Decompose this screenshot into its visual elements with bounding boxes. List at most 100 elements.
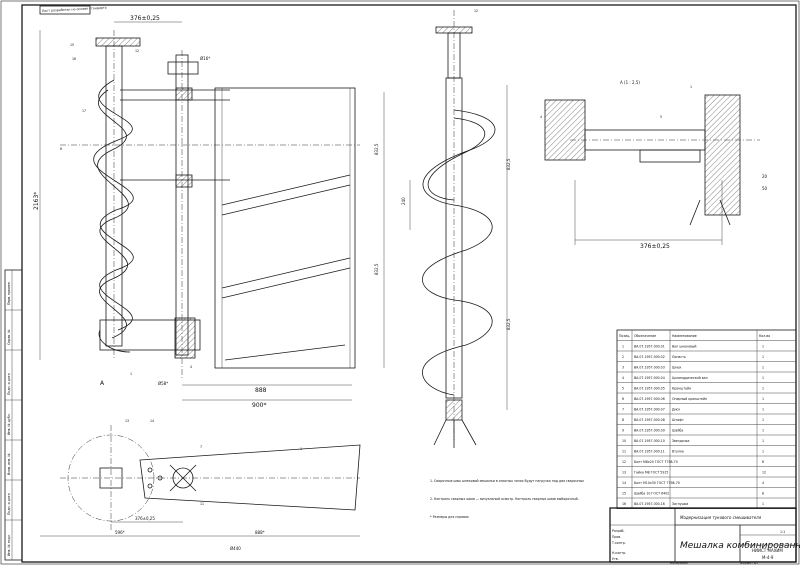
detail-dim-376: 376±0,25 xyxy=(640,243,670,250)
bom-cell: 1 xyxy=(762,450,764,454)
plan-dim-376: 376±0,25 xyxy=(135,516,155,521)
plan-view: 376±0,25 596* 888* Ø440 13 14 7 1 11 xyxy=(40,419,361,551)
bom-cell: 1 xyxy=(762,366,764,370)
hopper-panel xyxy=(214,87,356,369)
dim-832-b: 832,5 xyxy=(374,263,379,275)
svg-text:15: 15 xyxy=(70,43,74,47)
bom-cell: ВА.07.1957.000.10 xyxy=(634,439,665,443)
bom-cell: Втулка xyxy=(672,450,684,454)
bom-cell: Звездочка xyxy=(672,439,690,443)
svg-text:Инв. № дубл.: Инв. № дубл. xyxy=(7,413,11,435)
svg-text:17: 17 xyxy=(82,109,86,113)
svg-text:Перв. примен.: Перв. примен. xyxy=(7,281,11,305)
dim-888: 888 xyxy=(255,387,267,394)
svg-text:50: 50 xyxy=(762,186,768,191)
svg-text:4: 4 xyxy=(190,365,192,369)
dim-832-c: 832,5 xyxy=(506,158,511,170)
bom-cell: 12 xyxy=(622,460,626,464)
svg-text:12: 12 xyxy=(474,9,478,13)
bom-cell: 3 xyxy=(622,366,624,370)
bom-cell: 9 xyxy=(622,429,624,433)
svg-text:* Размеры для справок: * Размеры для справок xyxy=(430,515,469,519)
bom-cell: 15 xyxy=(622,492,626,496)
bom-cell: ВА.07.1957.000.09 xyxy=(634,429,665,433)
bom-cell: 8 xyxy=(622,418,624,422)
svg-text:Копировал: Копировал xyxy=(670,561,688,565)
svg-text:6: 6 xyxy=(60,147,62,151)
svg-text:Инв. № подл.: Инв. № подл. xyxy=(7,534,11,556)
bom-cell: ВА.07.1957.000.05 xyxy=(634,387,665,391)
bom-cell: 1 xyxy=(762,408,764,412)
svg-text:Взам. инв. №: Взам. инв. № xyxy=(7,453,11,475)
svg-text:7: 7 xyxy=(200,445,202,449)
drawing-name: Мешалка комбинированная xyxy=(680,541,800,551)
dim-900: 900* xyxy=(252,402,266,409)
bom-cell: 1 xyxy=(762,502,764,506)
bom-cell: Шнек xyxy=(672,366,681,370)
bom-cell: 1 xyxy=(762,345,764,349)
bom-cell: ВА.07.1957.000.04 xyxy=(634,376,665,380)
svg-text:1. Сварочные швы шнековой меша: 1. Сварочные швы шнековой мешалки в опас… xyxy=(430,479,584,483)
top-note-box xyxy=(39,5,91,15)
svg-text:20: 20 xyxy=(762,174,768,179)
bom-cell: 16 xyxy=(622,502,626,506)
side-view: 12 832,5 832,5 240 xyxy=(401,9,511,448)
bom-cell: Шайба 10 ГОСТ 6402 xyxy=(634,492,669,496)
dim-240: 240 xyxy=(401,197,406,205)
bom-header: Обозначение xyxy=(634,334,656,338)
svg-text:Подп. и дата: Подп. и дата xyxy=(7,373,11,395)
bom-cell: Цилиндрический вал xyxy=(672,376,708,380)
bom-cell: ВА.07.1957.000.06 xyxy=(634,397,665,401)
dim-height-total: 2163* xyxy=(33,192,40,210)
bom-cell: 4 xyxy=(762,481,764,485)
title-block: Модернизация тукового смешивателя Мешалк… xyxy=(609,507,800,565)
dim-top-width: 376±0,25 xyxy=(130,15,160,22)
stamp-org: НИИСТ МАХИМ xyxy=(752,548,783,553)
bom-cell: 8 xyxy=(762,460,764,464)
bom-cell: 1 xyxy=(622,345,624,349)
top-sprocket xyxy=(95,37,141,47)
top-note: Лист разработан на основе стандарта xyxy=(42,6,107,13)
inner-frame xyxy=(21,4,797,563)
bom-cell: ВА.07.1957.000.02 xyxy=(634,355,665,359)
dim-d58: Ø58* xyxy=(158,381,168,386)
detail-a: А (1 : 2,5) 376±0,25 20 50 4 5 1 xyxy=(540,80,768,250)
bom-cell: 6 xyxy=(622,397,624,401)
svg-text:Утв.: Утв. xyxy=(612,557,619,561)
bom-cell: ВА.07.1957.000.03 xyxy=(634,366,665,370)
bom-cell: 1 xyxy=(762,429,764,433)
bom-cell: Опорный кронштейн xyxy=(672,397,707,401)
svg-text:Формат А1: Формат А1 xyxy=(740,561,758,565)
bom-cell: Лопасть xyxy=(672,355,686,359)
bom-cell: 1 xyxy=(762,376,764,380)
bom-header: Наименование xyxy=(672,334,697,338)
bom-cell: Диск xyxy=(672,408,680,412)
bom-cell: ВА.07.1957.000.11 xyxy=(634,450,665,454)
bom-cell: 2 xyxy=(622,355,624,359)
bom-cell: Штифт xyxy=(672,418,684,422)
plan-dim-596: 596* xyxy=(115,530,125,535)
bom-cell: 1 xyxy=(762,439,764,443)
svg-text:Подп. и дата: Подп. и дата xyxy=(7,493,11,515)
svg-text:Пров.: Пров. xyxy=(612,535,621,539)
svg-text:Н.контр.: Н.контр. xyxy=(612,551,626,555)
bom-cell: Заглушка xyxy=(672,502,688,506)
stamp-scale: 1:1 xyxy=(780,530,785,534)
svg-text:2. Контроль сварных швов — виз: 2. Контроль сварных швов — визуальный ос… xyxy=(430,497,579,501)
bom-cell: 13 xyxy=(622,471,626,475)
front-view: 2163* 376±0,25 Ø16* 832,5 832,5 888 900*… xyxy=(33,15,385,409)
bom-cell: Кронштейн xyxy=(672,387,691,391)
bom-cell: 1 xyxy=(762,418,764,422)
detail-label: А (1 : 2,5) xyxy=(620,80,640,85)
svg-text:13: 13 xyxy=(125,419,129,423)
bom-cell: 4 xyxy=(622,376,624,380)
dim-832-a: 832,5 xyxy=(374,143,379,155)
bom-cell: 10 xyxy=(622,439,626,443)
svg-text:5: 5 xyxy=(660,115,662,119)
svg-text:12: 12 xyxy=(135,49,139,53)
svg-text:14: 14 xyxy=(150,419,154,423)
bom-cell: Гайка М8 ГОСТ 5915 xyxy=(634,471,668,475)
